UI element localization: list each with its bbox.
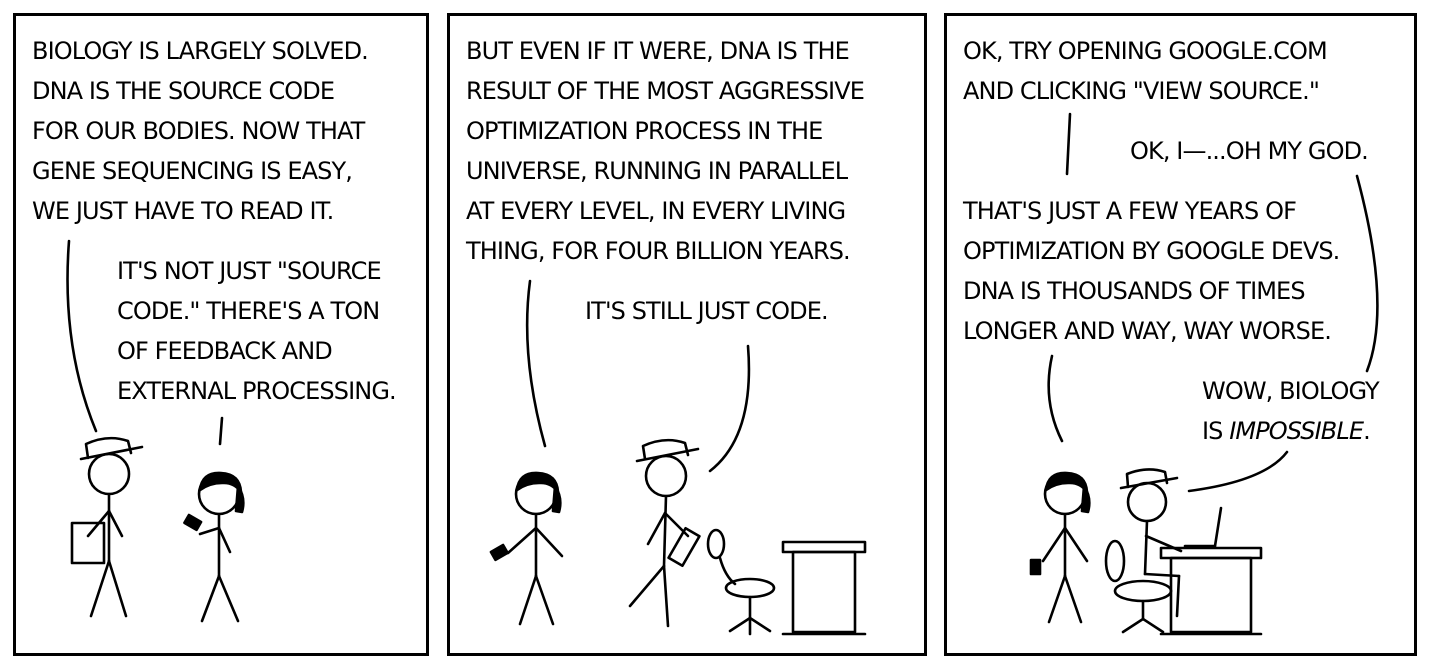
panel-2-art <box>489 279 867 636</box>
speech-tail-cueball-bottom <box>1047 354 1064 443</box>
speech-tail-cueball <box>218 416 224 446</box>
book-icon <box>70 521 106 565</box>
cueball-speech-1: It's not just "source code." There's a t… <box>117 257 397 405</box>
hat-guy-figure <box>1119 468 1183 618</box>
phone-icon <box>1029 558 1042 576</box>
speech-tail-hat-guy-bottom <box>1187 450 1289 493</box>
cueball-figure <box>197 471 245 623</box>
period-text: . <box>1363 417 1371 445</box>
comic-panel-3: OK, try opening google.com and clicking … <box>944 13 1417 656</box>
speech-tail-cueball-top <box>1065 112 1072 176</box>
laptop-icon <box>1183 506 1223 548</box>
panel-3-art <box>1029 112 1379 636</box>
panel-1-art <box>66 239 245 623</box>
book-icon <box>667 526 701 568</box>
comic-panel-2: But even if it were, DNA is the result o… <box>447 13 927 656</box>
cueball-figure <box>506 471 564 626</box>
phone-icon <box>489 543 509 562</box>
desk <box>1159 546 1263 636</box>
hat-guy-speech-4: Wow, biology is impossible. <box>1202 371 1380 451</box>
wow-text: Wow, biology is <box>1202 377 1380 445</box>
comic-panel-1: Biology is largely solved. DNA is the so… <box>13 13 429 656</box>
speech-tail-hat-guy <box>66 239 98 433</box>
phone-icon <box>183 513 203 532</box>
speech-tail-hat-guy <box>708 344 751 473</box>
office-chair <box>706 528 776 636</box>
cueball-speech-3: OK, try opening google.com and clicking … <box>963 37 1328 105</box>
speech-tail-cueball <box>525 279 547 448</box>
hat-guy-speech-1: Biology is largely solved. DNA is the so… <box>32 37 369 225</box>
hat-guy-speech-2: It's still just code. <box>585 297 829 325</box>
hat-guy-figure <box>79 436 144 618</box>
desk <box>781 540 867 636</box>
speech-tail-hat-guy-top <box>1355 174 1379 373</box>
emphasis-text: impossible <box>1229 417 1364 445</box>
hat-guy-speech-3: OK, I—...Oh my god. <box>1130 137 1369 165</box>
cueball-speech-2: But even if it were, DNA is the result o… <box>466 37 865 265</box>
hat-guy-figure <box>628 438 700 628</box>
cueball-figure <box>1041 471 1091 624</box>
cueball-speech-4: That's just a few years of optimization … <box>963 197 1340 345</box>
